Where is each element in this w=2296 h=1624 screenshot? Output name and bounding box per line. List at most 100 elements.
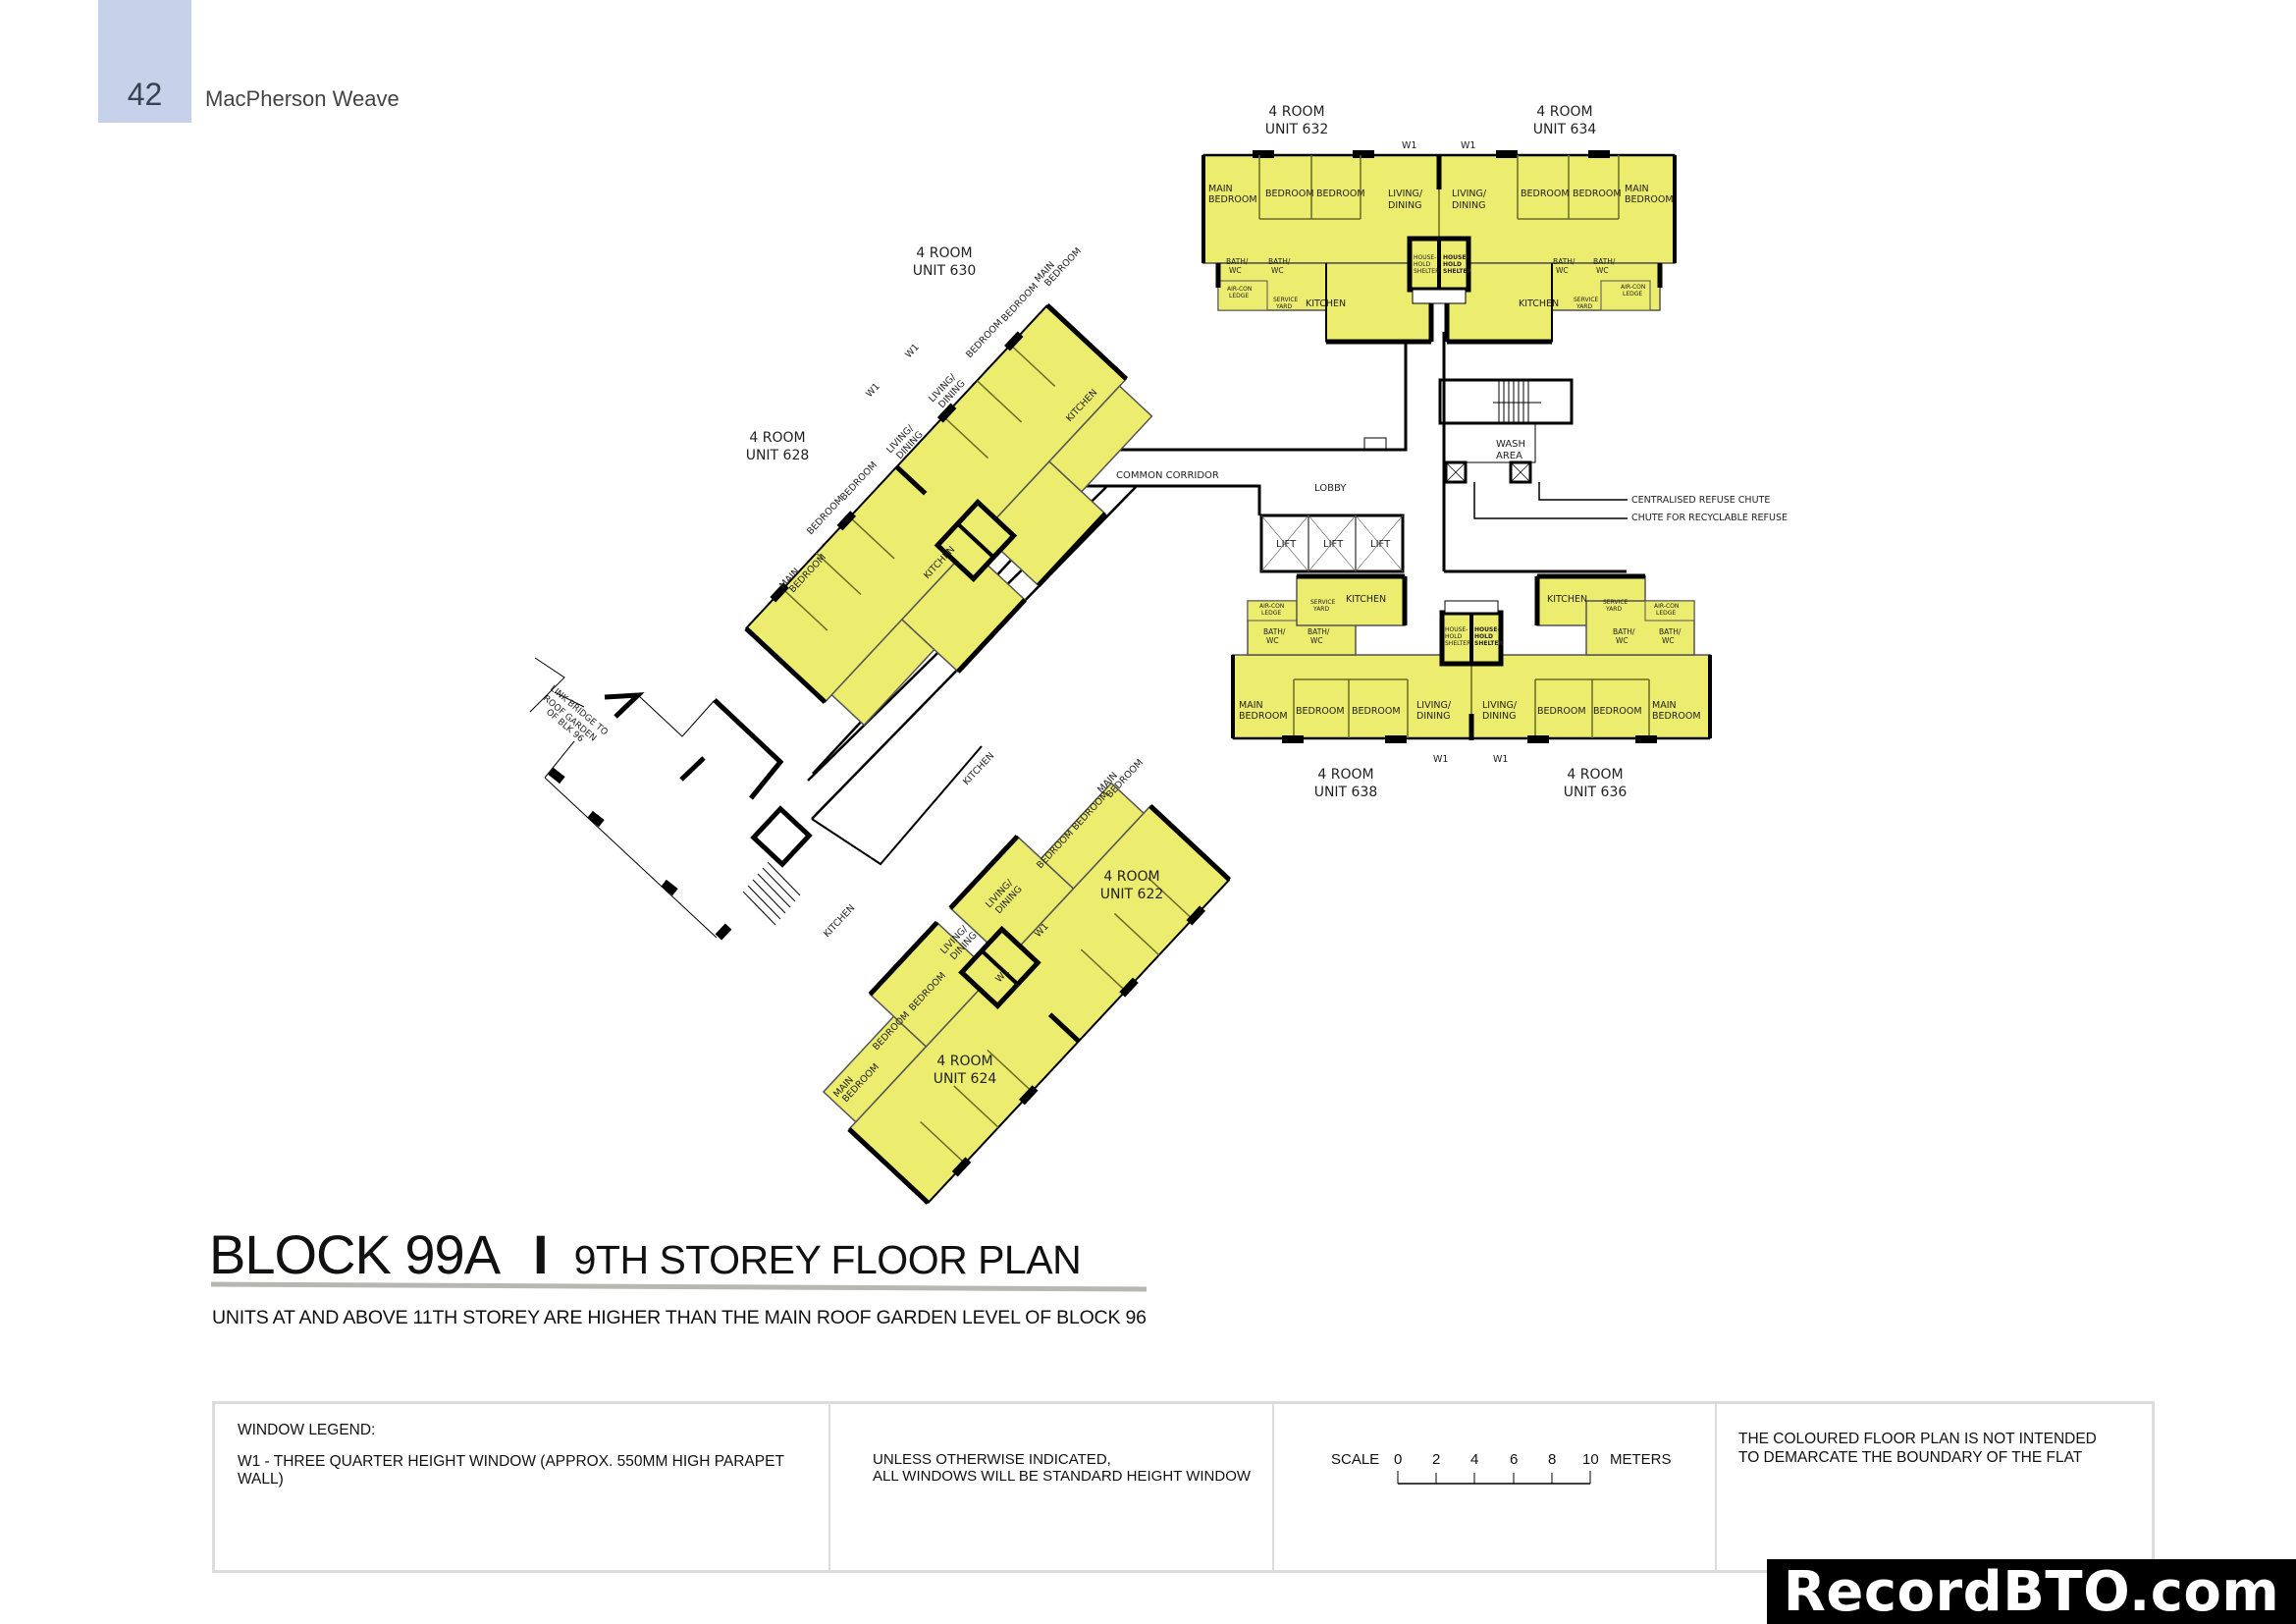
room-label: WC xyxy=(1229,266,1242,275)
recyclable-chute-label: CHUTE FOR RECYCLABLE REFUSE xyxy=(1631,513,1788,523)
room-label: SERVICE xyxy=(1273,297,1299,303)
scale-tick-0: 0 xyxy=(1394,1451,1403,1468)
room-label: HOLD xyxy=(1443,261,1462,268)
room-label: DINING xyxy=(1452,200,1486,211)
room-label: BATH/ xyxy=(1613,627,1635,636)
room-label: AIR-CON xyxy=(1259,603,1284,610)
window-legend-title: WINDOW LEGEND: xyxy=(238,1422,376,1438)
room-label: YARD xyxy=(1312,606,1329,613)
window-tag-w1: W1 xyxy=(1493,754,1508,765)
room-label: MAIN xyxy=(1208,184,1233,194)
link-bridge-labels: LINK BRIDGE TO ROOF GARDEN OF BLK 96 xyxy=(541,684,610,745)
roof-garden-note: UNITS AT AND ABOVE 11TH STOREY ARE HIGHE… xyxy=(212,1307,1147,1328)
window-tag-w1: W1 xyxy=(903,342,922,360)
room-label: HOUSE- xyxy=(1445,626,1468,633)
page-number-box: 42 xyxy=(98,0,191,123)
room-label: WC xyxy=(1310,636,1323,645)
room-label: HOLD xyxy=(1414,261,1431,268)
room-label: BEDROOM xyxy=(1652,711,1701,722)
scale-bar: SCALE 0 2 4 6 8 10 METERS xyxy=(1331,1451,1704,1510)
page-number: 42 xyxy=(127,77,163,112)
room-label: WC xyxy=(1662,636,1675,645)
scale-cell: SCALE 0 2 4 6 8 10 METERS xyxy=(1274,1404,1717,1570)
room-label: KITCHEN xyxy=(1547,594,1587,605)
unit-632-634-group xyxy=(1201,150,1677,345)
room-label: BEDROOM xyxy=(1208,194,1257,205)
room-label: BEDROOM xyxy=(1316,189,1365,199)
unit-638-type: 4 ROOM xyxy=(1317,767,1373,783)
room-label: MAIN xyxy=(1239,700,1263,711)
room-label: WC xyxy=(1596,266,1609,275)
watermark: RecordBTO.com xyxy=(1767,1559,2296,1624)
lobby-label: LOBBY xyxy=(1314,483,1347,494)
unit-628-number: UNIT 628 xyxy=(746,448,810,463)
unit-630-type: 4 ROOM xyxy=(916,245,972,261)
refuse-chute-label: CENTRALISED REFUSE CHUTE xyxy=(1631,495,1770,506)
unit-632-type: 4 ROOM xyxy=(1268,104,1324,120)
room-label: AIR-CON xyxy=(1227,286,1252,293)
scale-tick-6: 6 xyxy=(1510,1451,1519,1468)
unit-630-628-group xyxy=(744,303,1153,727)
standard-window-note: UNLESS OTHERWISE INDICATED, ALL WINDOWS … xyxy=(873,1451,1252,1485)
room-label: LIVING/ xyxy=(1482,700,1518,711)
room-label: YARD xyxy=(1575,303,1592,310)
room-label: KITCHEN xyxy=(1346,594,1386,605)
title-separator: I xyxy=(533,1223,549,1285)
room-label: YARD xyxy=(1275,303,1292,310)
core-labels: COMMON CORRIDOR LOBBY LIFT LIFT LIFT WAS… xyxy=(1116,439,1788,550)
legend-table: WINDOW LEGEND: W1 - THREE QUARTER HEIGHT… xyxy=(212,1401,2155,1573)
scale-label: SCALE xyxy=(1331,1451,1380,1468)
room-label: HOUSE- xyxy=(1474,626,1500,633)
room-label: KITCHEN xyxy=(1519,298,1559,309)
unit-634-type: 4 ROOM xyxy=(1536,104,1592,120)
unit-622-number: UNIT 622 xyxy=(1100,887,1164,902)
scale-unit: METERS xyxy=(1610,1451,1672,1468)
window-tag-w1: W1 xyxy=(1433,754,1448,765)
room-label: BEDROOM xyxy=(1296,706,1345,717)
room-label: BATH/ xyxy=(1553,257,1575,266)
room-label: AIR-CON xyxy=(1654,603,1679,610)
room-label: AIR-CON xyxy=(1621,284,1645,291)
room-label: SHELTER xyxy=(1445,640,1470,647)
room-label: SHELTER xyxy=(1414,268,1439,275)
block-title: BLOCK 99A xyxy=(209,1223,501,1285)
scale-tick-4: 4 xyxy=(1470,1451,1479,1468)
room-label: HOUSE- xyxy=(1443,254,1468,261)
room-label: BATH/ xyxy=(1263,627,1286,636)
lift-label: LIFT xyxy=(1323,539,1344,550)
room-label: BEDROOM xyxy=(1239,711,1288,722)
unit-636-type: 4 ROOM xyxy=(1567,767,1623,783)
link-bridge-area xyxy=(529,657,813,941)
room-label: MAIN xyxy=(1625,184,1649,194)
room-label: BATH/ xyxy=(1308,627,1330,636)
room-label: BATH/ xyxy=(1659,627,1682,636)
room-label: LEDGE xyxy=(1656,610,1676,617)
room-label: BEDROOM xyxy=(1352,706,1401,717)
unit-622-type: 4 ROOM xyxy=(1103,869,1159,885)
scale-tick-2: 2 xyxy=(1432,1451,1441,1468)
w1-description: W1 - THREE QUARTER HEIGHT WINDOW (APPROX… xyxy=(238,1453,784,1488)
room-label: LIVING/ xyxy=(1452,189,1487,199)
window-tag-w1: W1 xyxy=(1461,140,1475,151)
room-label: BEDROOM xyxy=(1537,706,1586,717)
unit-632-labels: 4 ROOM UNIT 632 MAIN BEDROOM BEDROOM BED… xyxy=(1208,104,1439,310)
room-label: WC xyxy=(1271,266,1284,275)
room-label: BATH/ xyxy=(1268,257,1291,266)
common-corridor-label: COMMON CORRIDOR xyxy=(1116,470,1219,481)
room-label: BATH/ xyxy=(1593,257,1616,266)
unit-628-type: 4 ROOM xyxy=(749,430,805,446)
room-label: DINING xyxy=(1388,200,1422,211)
scale-tick-10: 10 xyxy=(1582,1451,1599,1468)
unit-636-number: UNIT 636 xyxy=(1564,785,1628,800)
unit-634-number: UNIT 634 xyxy=(1533,122,1597,137)
room-label: BEDROOM xyxy=(964,317,1005,360)
room-label: BEDROOM xyxy=(1593,706,1642,717)
room-label: LEDGE xyxy=(1261,610,1281,617)
room-label: KITCHEN xyxy=(961,750,996,787)
room-label: DINING xyxy=(1482,711,1517,722)
room-label: BATH/ xyxy=(1226,257,1249,266)
wash-area-label: AREA xyxy=(1496,451,1522,461)
window-legend-cell: WINDOW LEGEND: W1 - THREE QUARTER HEIGHT… xyxy=(215,1404,830,1570)
disclaimer-cell: THE COLOURED FLOOR PLAN IS NOT INTENDED … xyxy=(1717,1404,2152,1570)
